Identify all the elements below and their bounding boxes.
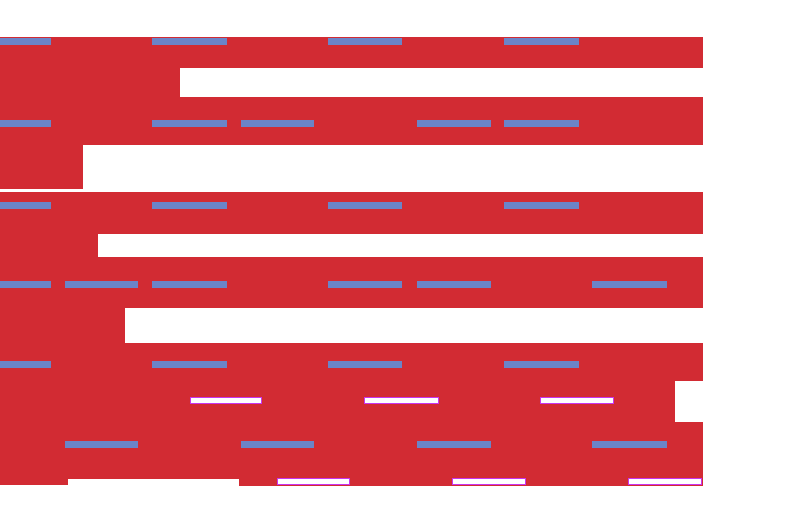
link-underline[interactable]: [152, 120, 227, 127]
link-underline[interactable]: [241, 441, 314, 448]
link-underline[interactable]: [504, 38, 579, 45]
link-underline[interactable]: [0, 361, 51, 368]
text-redaction-block: [0, 97, 703, 145]
text-redaction-block: [0, 145, 83, 189]
link-underline[interactable]: [504, 120, 579, 127]
link-underline[interactable]: [65, 281, 138, 288]
link-underline[interactable]: [152, 281, 227, 288]
link-underline[interactable]: [328, 361, 402, 368]
visited-link-underline[interactable]: [628, 478, 702, 485]
visited-link-underline[interactable]: [190, 397, 262, 404]
link-underline[interactable]: [0, 38, 51, 45]
link-underline[interactable]: [0, 202, 51, 209]
visited-link-underline[interactable]: [364, 397, 439, 404]
text-redaction-block: [0, 479, 68, 485]
visited-link-underline[interactable]: [540, 397, 614, 404]
text-redaction-block: [0, 234, 98, 257]
link-underline[interactable]: [152, 361, 227, 368]
visited-link-underline[interactable]: [277, 478, 350, 485]
link-underline[interactable]: [417, 281, 491, 288]
link-underline[interactable]: [152, 202, 227, 209]
link-underline[interactable]: [65, 441, 138, 448]
link-underline[interactable]: [328, 202, 402, 209]
link-underline[interactable]: [241, 120, 314, 127]
link-underline[interactable]: [0, 281, 51, 288]
visited-link-underline[interactable]: [452, 478, 526, 485]
link-underline[interactable]: [0, 120, 51, 127]
link-underline[interactable]: [504, 202, 579, 209]
link-underline[interactable]: [328, 38, 402, 45]
text-redaction-block: [0, 308, 125, 343]
link-underline[interactable]: [417, 441, 491, 448]
link-underline[interactable]: [592, 441, 667, 448]
link-underline[interactable]: [592, 281, 667, 288]
link-underline[interactable]: [328, 281, 402, 288]
link-underline[interactable]: [417, 120, 491, 127]
text-redaction-block: [0, 192, 703, 234]
text-redaction-block: [0, 422, 703, 479]
link-underline[interactable]: [152, 38, 227, 45]
text-redaction-block: [0, 68, 180, 97]
link-underline[interactable]: [504, 361, 579, 368]
